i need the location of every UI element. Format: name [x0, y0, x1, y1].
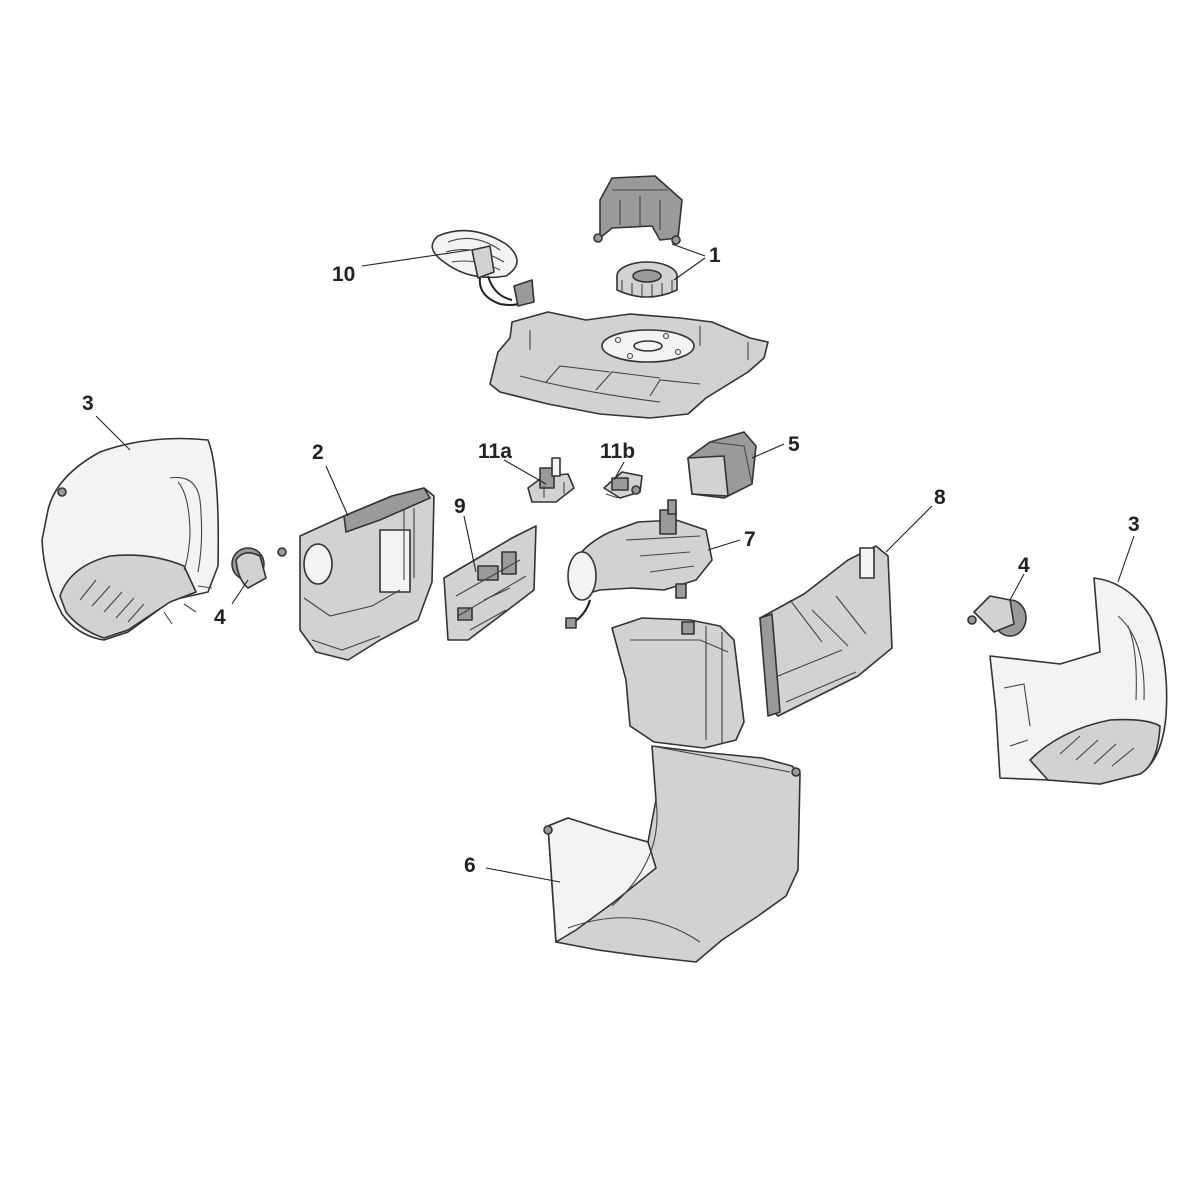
leader-7	[707, 539, 741, 551]
callout-11a: 11a	[478, 440, 512, 463]
callout-6: 6	[464, 854, 476, 877]
leader-9	[463, 515, 477, 573]
leader-11b	[613, 461, 625, 481]
leader-10	[361, 249, 471, 267]
part-4-right-socket	[967, 595, 1027, 637]
leader-3-left	[95, 415, 131, 451]
leader-8	[885, 505, 933, 553]
part-8-right-housing	[759, 545, 893, 717]
leader-1-sprocket	[673, 257, 706, 281]
part-6-bottom-pan	[543, 745, 801, 963]
part-4-left-socket	[231, 547, 287, 589]
part-11a-switch	[527, 457, 575, 503]
callout-5: 5	[788, 433, 800, 456]
leader-6	[485, 867, 561, 883]
part-2-housing	[299, 487, 435, 661]
leader-4-left	[231, 579, 249, 605]
callout-7: 7	[744, 528, 756, 551]
callout-3-left: 3	[82, 392, 94, 415]
callout-9: 9	[454, 495, 466, 518]
callout-1: 1	[709, 244, 721, 267]
part-3-left-cover	[41, 437, 220, 641]
part-7-motor	[565, 499, 713, 629]
callout-3-right: 3	[1128, 513, 1140, 536]
chassis-plate	[489, 311, 769, 419]
part-10-cord-assembly	[431, 229, 535, 307]
callout-2: 2	[312, 441, 324, 464]
leader-3-right	[1117, 535, 1135, 583]
callout-4-left: 4	[214, 606, 226, 629]
part-3-right-cover	[989, 577, 1168, 785]
motor-cover	[611, 617, 745, 749]
callout-11b: 11b	[600, 440, 635, 463]
part-1-sprocket	[616, 261, 678, 298]
leader-1-cover	[671, 243, 706, 257]
leader-5	[751, 443, 785, 459]
part-11b-switch	[603, 471, 643, 499]
callout-4-right: 4	[1018, 554, 1030, 577]
part-9-logic-board	[443, 525, 537, 641]
leader-4-right	[1009, 573, 1025, 601]
leader-lines	[95, 243, 1135, 883]
part-1-sprocket-cover	[593, 175, 683, 245]
callout-10: 10	[332, 263, 355, 286]
leader-2	[325, 465, 349, 517]
callout-labels: 1 10 3 2 4 11a 11b 5 9 7 8 4 3 6	[82, 244, 1140, 877]
callout-8: 8	[934, 486, 946, 509]
leader-11a	[503, 459, 547, 485]
part-5-block	[687, 431, 757, 499]
